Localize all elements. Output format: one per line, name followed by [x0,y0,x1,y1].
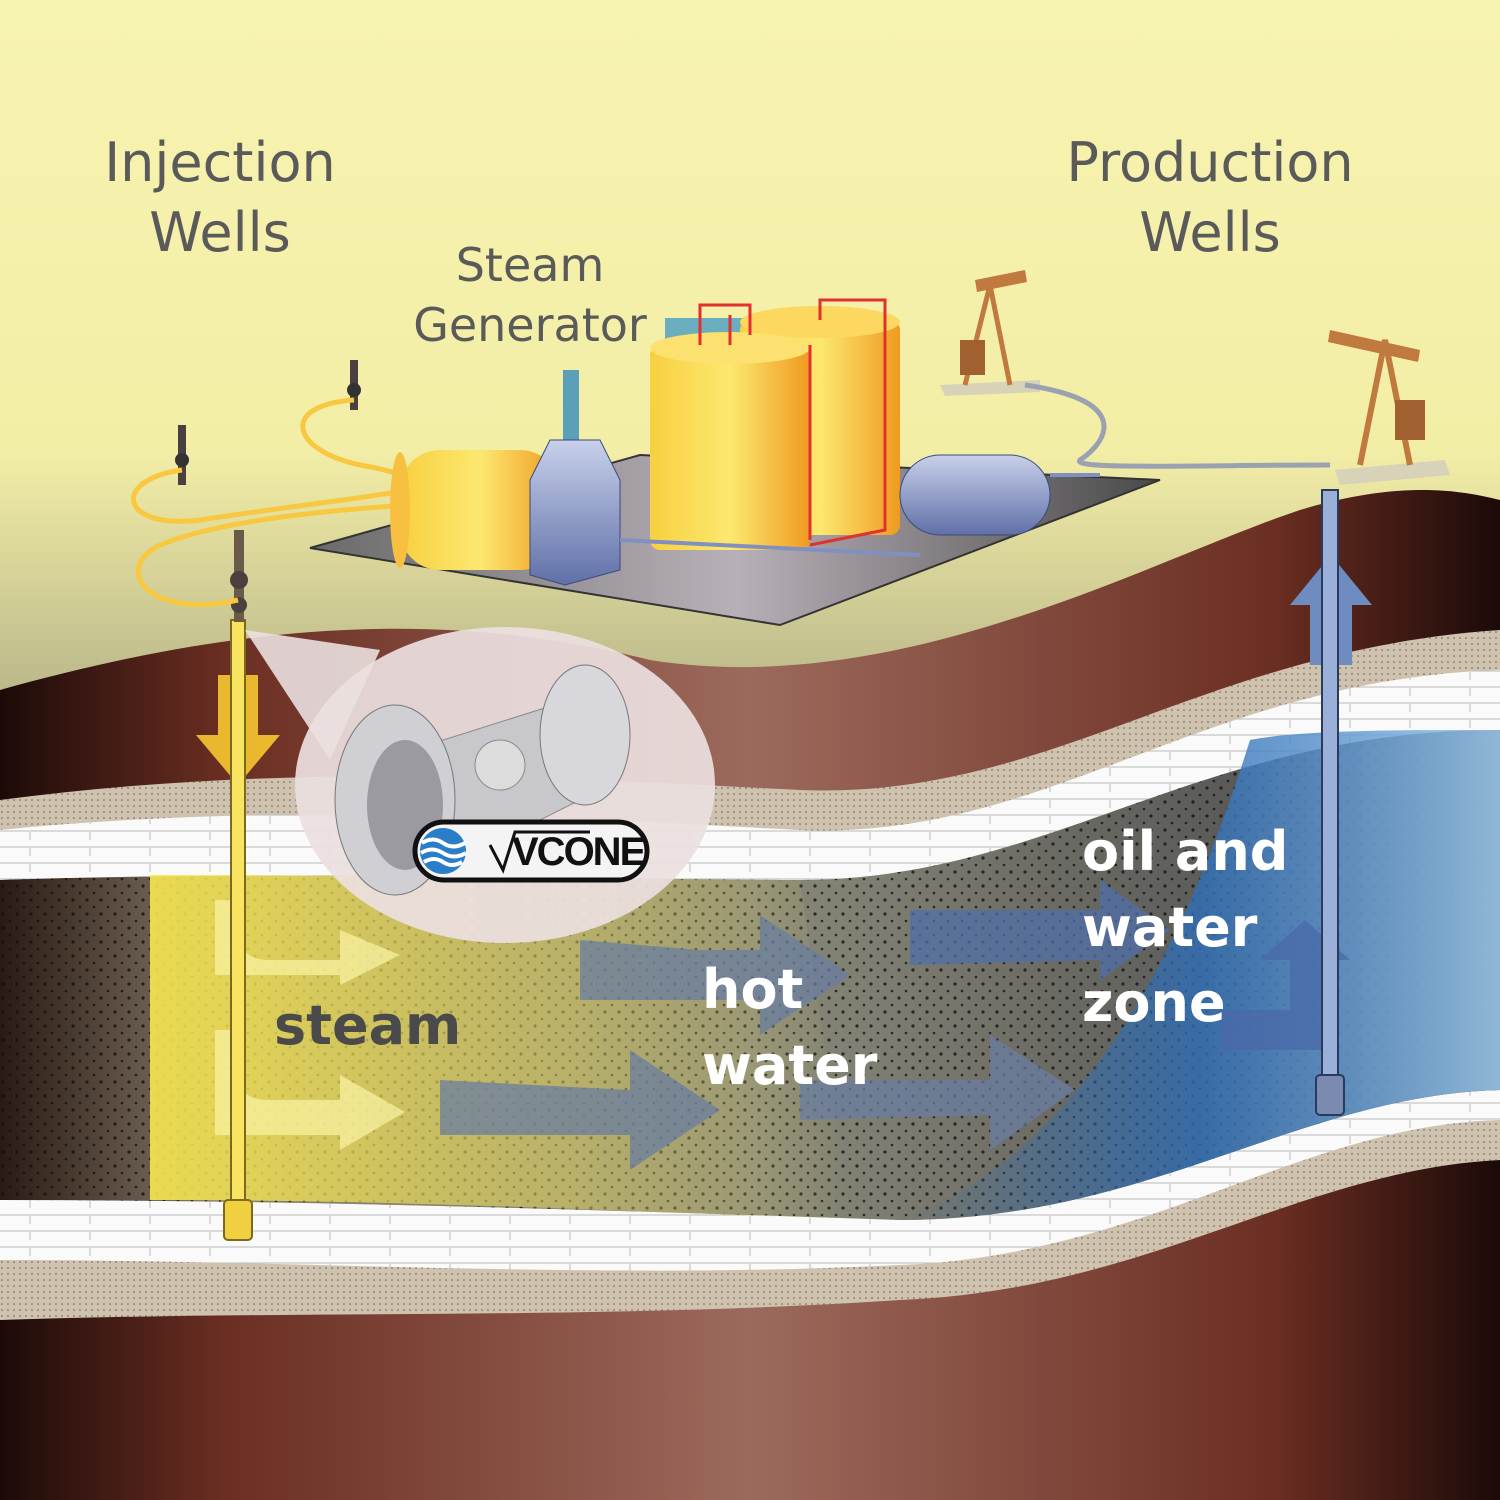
steam-generator-boiler [390,450,560,570]
separator-vessel [619,454,1100,557]
pump-jack-2 [940,270,1040,396]
lower-shale-stratum [0,1090,1500,1271]
hot-water-arrow-3 [800,1035,1075,1150]
callout-pointer [245,630,380,760]
steam-generator-label: Steam Generator [410,236,650,356]
production-wells-label: Production Wells [1050,128,1370,268]
radical-sign-icon [488,830,590,874]
oil-water-zone-label-line3: zone [1082,971,1226,1035]
hot-water-arrow-1 [580,915,850,1035]
oil-arrow-1 [910,880,1170,980]
steam-generator-housing [529,370,621,586]
production-wells-label-line2: Wells [1139,201,1281,265]
steam-label: steam [274,994,462,1057]
oil-water-zone-label-line1: oil and [1082,820,1289,883]
flow-arrows [215,880,1350,1170]
vcone-logo-badge [412,819,650,883]
oil-water-zone-label-line2: water [1082,895,1258,959]
oil-water-zone-label: oil and water zone [1082,814,1288,1041]
hot-water-label-line1: hot [702,958,804,1021]
steam-arrow-1 [215,900,400,985]
injection-wellhead-small-1 [175,425,189,485]
oil-arrow-2 [1220,920,1350,1050]
injection-wells-label-line2: Wells [149,201,291,265]
steam-arrow-2 [215,1030,405,1150]
injection-wells-label: Injection Wells [90,128,350,268]
hot-water-label: hot water [702,952,877,1103]
hot-water-label-line2: water [702,1033,878,1097]
production-flow-lines [1024,382,1331,469]
injection-wellhead-small-2 [347,360,361,410]
steam-generator-label-line2: Generator [413,297,647,352]
injection-wells-label-line1: Injection [104,131,336,194]
hot-water-arrow-2 [440,1050,720,1170]
vcone-logo-text: VCONE [512,830,646,874]
production-well [1315,330,1450,1116]
production-wells-label-line1: Production [1066,131,1354,194]
water-zone [900,730,1500,1220]
storage-tanks [650,298,900,550]
steam-generator-label-line1: Steam [455,238,605,292]
